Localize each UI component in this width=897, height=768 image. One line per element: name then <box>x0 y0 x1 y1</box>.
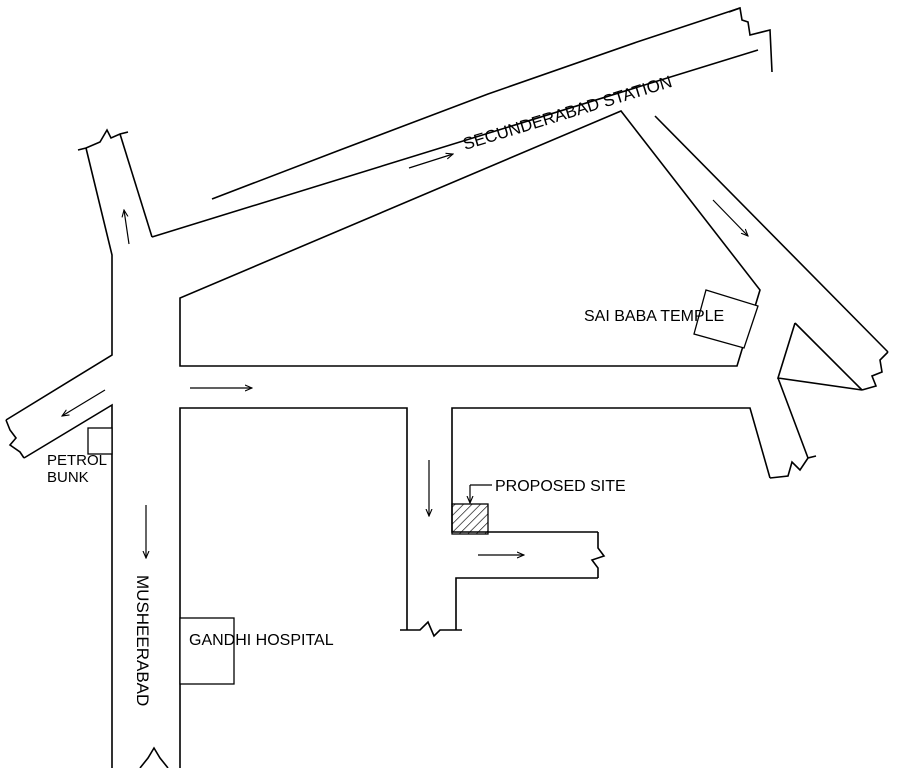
sai-baba-temple-building <box>693 289 759 349</box>
road-edge-secunderabad-lower <box>151 49 759 238</box>
road-edge-right-diagonal-outer <box>654 115 889 353</box>
road-edge-middle-block <box>455 577 598 630</box>
road-edge-east-short <box>777 377 809 459</box>
road-edge-site-road <box>451 407 771 533</box>
road-edge-west-lower <box>23 403 113 768</box>
label-proposed-site: PROPOSED SITE <box>495 478 626 495</box>
direction-arrows <box>62 154 748 558</box>
road-edge-secunderabad-upper <box>211 7 741 200</box>
gandhi-hospital-building <box>179 617 235 685</box>
direction-arrow-icon <box>62 389 106 416</box>
label-secunderabad-station: SECUNDERABAD STATION <box>461 72 675 154</box>
label-gandhi-hospital: GANDHI HOSPITAL <box>189 632 334 649</box>
label-sai-baba-temple: SAI BABA TEMPLE <box>584 308 724 325</box>
road-edge-north-left <box>5 147 113 421</box>
road-edge-right-diagonal-inner2 <box>794 322 863 391</box>
road-edge-right-diagonal-inner <box>776 322 863 391</box>
direction-arrow-icon <box>124 210 130 245</box>
road-break-icon <box>5 6 889 768</box>
direction-arrow-icon <box>408 154 453 169</box>
label-petrol: PETROL <box>47 452 107 469</box>
hatched-site-icon <box>451 503 489 535</box>
label-musheerabad: MUSHEERABAD <box>133 575 152 706</box>
road-edge-north-right <box>119 133 153 238</box>
road-edge-musheerabad-right <box>179 407 408 768</box>
petrol-bunk-building <box>87 427 113 455</box>
direction-arrow-icon <box>712 199 748 236</box>
label-bunk: BUNK <box>47 469 89 486</box>
